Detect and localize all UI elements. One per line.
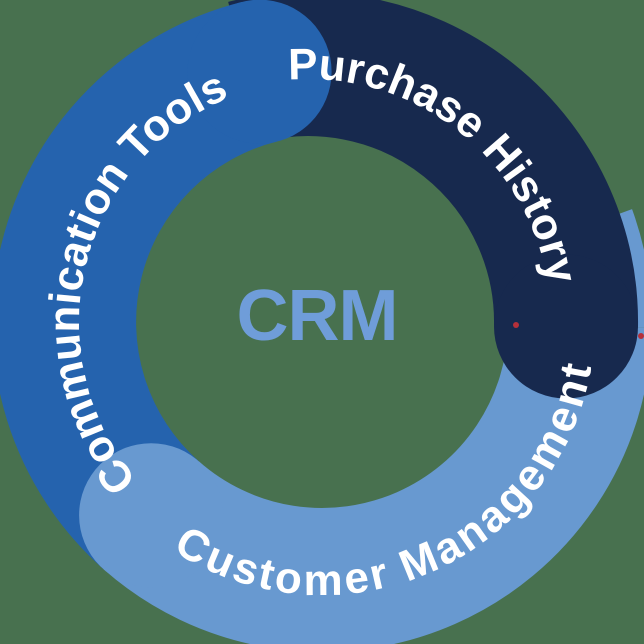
red-artifact-dot-right (638, 333, 644, 339)
segment-customer-management-arc (103, 323, 644, 644)
segment-customer-management-endcap (79, 443, 224, 588)
crm-center-label: CRM (237, 276, 398, 356)
red-artifact-dot-left (513, 322, 519, 328)
segment-purchase-history-endcap (494, 254, 638, 399)
segment-communication-tools-endcap (187, 0, 332, 144)
segment-communication-tools-arc (0, 1, 279, 570)
